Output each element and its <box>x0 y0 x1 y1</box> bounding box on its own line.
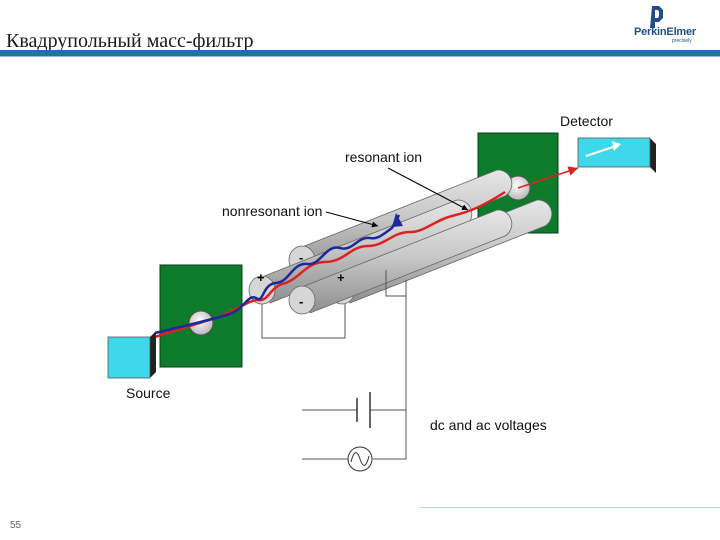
header-bar <box>0 50 720 56</box>
rod-bottom-sign: - <box>299 294 303 309</box>
source-label: Source <box>126 385 171 401</box>
rod-left-sign: + <box>257 270 265 285</box>
detector-box <box>577 137 656 173</box>
detector-label: Detector <box>560 113 613 129</box>
perkinelmer-logo-icon <box>650 6 663 28</box>
wiring <box>261 270 407 460</box>
page-number: 55 <box>10 520 22 531</box>
resonant-ion-path <box>154 190 506 339</box>
nonresonant-ion-path <box>154 214 401 335</box>
nonresonant-ion-arrowhead <box>392 213 403 227</box>
rod-right-sign: + <box>337 270 345 285</box>
resonant-ion-exit <box>517 166 579 189</box>
logo-tagline: precisely <box>672 38 692 44</box>
slide-header: Квадрупольный масс-фильтр PerkinElmer pr… <box>0 0 720 57</box>
nonresonant-ion-callout <box>325 211 379 228</box>
resonant-ion-label: resonant ion <box>345 149 423 165</box>
ac-source-icon <box>347 446 373 472</box>
logo-name: PerkinElmer <box>634 26 697 38</box>
rod-bottom <box>288 209 513 315</box>
dc-source-icon <box>356 392 371 428</box>
footer-rule <box>420 507 720 508</box>
header-rule <box>0 56 720 57</box>
rod-top-sign: - <box>299 250 303 265</box>
source-box <box>107 331 156 379</box>
slide-title: Квадрупольный масс-фильтр <box>6 30 254 52</box>
voltages-label: dc and ac voltages <box>430 417 547 433</box>
resonant-ion-callout <box>387 167 469 211</box>
nonresonant-ion-label: nonresonant ion <box>222 203 323 219</box>
